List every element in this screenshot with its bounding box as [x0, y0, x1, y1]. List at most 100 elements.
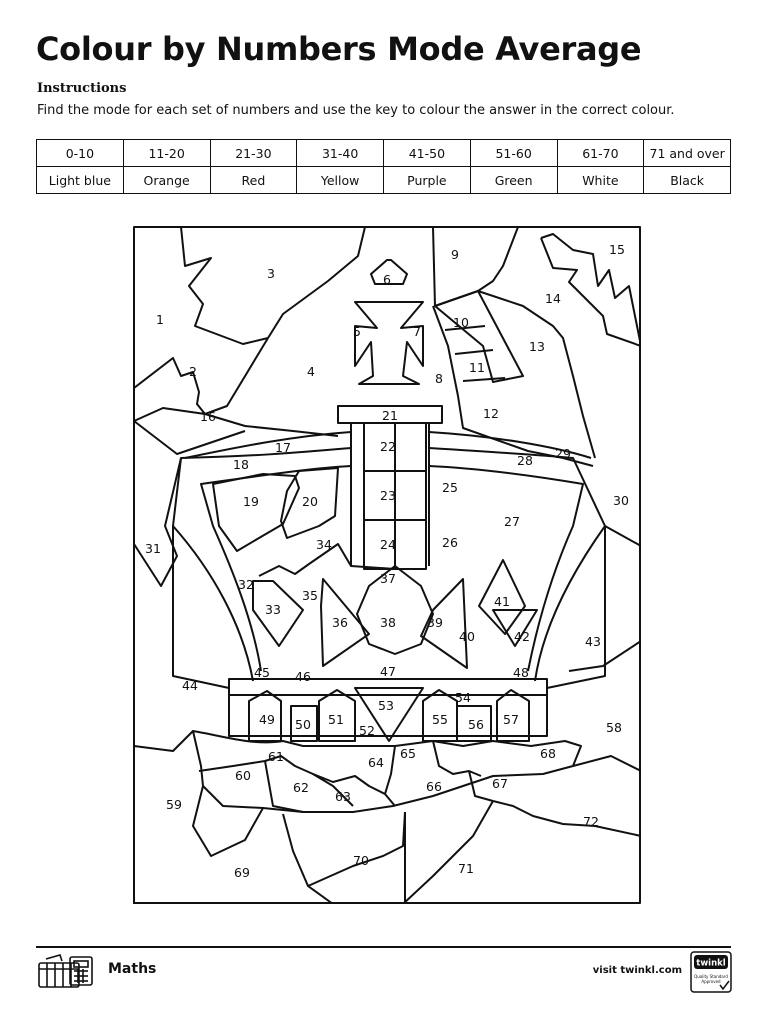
region-number-33[interactable]: 33: [265, 602, 281, 617]
region-number-25[interactable]: 25: [442, 480, 458, 495]
instructions-text: Find the mode for each set of numbers an…: [37, 103, 675, 118]
region-number-67[interactable]: 67: [492, 776, 508, 791]
region-number-19[interactable]: 19: [243, 494, 259, 509]
region-number-64[interactable]: 64: [368, 755, 384, 770]
svg-text:twinkl: twinkl: [696, 959, 726, 969]
region-number-28[interactable]: 28: [517, 453, 533, 468]
region-number-63[interactable]: 63: [335, 789, 351, 804]
key-colour-cell: Green: [469, 166, 558, 194]
region-number-31[interactable]: 31: [145, 541, 161, 556]
region-number-12[interactable]: 12: [483, 406, 499, 421]
region-number-42[interactable]: 42: [514, 629, 530, 644]
region-number-37[interactable]: 37: [380, 571, 396, 586]
key-range-cell: 31-40: [296, 139, 384, 167]
region-number-47[interactable]: 47: [380, 664, 396, 679]
region-number-26[interactable]: 26: [442, 535, 458, 550]
region-number-49[interactable]: 49: [259, 712, 275, 727]
region-number-69[interactable]: 69: [234, 865, 250, 880]
region-number-7[interactable]: 7: [413, 324, 421, 339]
key-colour-cell: Red: [209, 166, 298, 194]
key-colour-cell: Purple: [383, 166, 471, 194]
region-number-27[interactable]: 27: [504, 514, 520, 529]
region-number-11[interactable]: 11: [469, 360, 485, 375]
region-number-59[interactable]: 59: [166, 797, 182, 812]
region-number-22[interactable]: 22: [380, 439, 396, 454]
region-number-24[interactable]: 24: [380, 537, 396, 552]
key-range-cell: 71 and over: [643, 139, 731, 167]
region-number-70[interactable]: 70: [353, 853, 369, 868]
region-number-10[interactable]: 10: [453, 315, 469, 330]
instructions-heading: Instructions: [37, 81, 127, 96]
key-range-cell: 11-20: [122, 139, 211, 167]
region-number-9[interactable]: 9: [451, 247, 459, 262]
region-number-15[interactable]: 15: [609, 242, 625, 257]
region-number-44[interactable]: 44: [182, 678, 198, 693]
region-number-57[interactable]: 57: [503, 712, 519, 727]
region-number-2[interactable]: 2: [189, 364, 197, 379]
region-number-40[interactable]: 40: [459, 629, 475, 644]
region-number-65[interactable]: 65: [400, 746, 416, 761]
region-number-48[interactable]: 48: [513, 665, 529, 680]
region-number-54[interactable]: 54: [455, 690, 471, 705]
region-number-34[interactable]: 34: [316, 537, 332, 552]
region-number-38[interactable]: 38: [380, 615, 396, 630]
region-number-39[interactable]: 39: [427, 615, 443, 630]
region-number-35[interactable]: 35: [302, 588, 318, 603]
crown-picture-svg: 1234567891011121314151617181920212223242…: [133, 226, 641, 904]
region-number-45[interactable]: 45: [254, 665, 270, 680]
region-number-58[interactable]: 58: [606, 720, 622, 735]
region-number-62[interactable]: 62: [293, 780, 309, 795]
region-number-29[interactable]: 29: [555, 446, 571, 461]
region-number-50[interactable]: 50: [295, 717, 311, 732]
region-number-18[interactable]: 18: [233, 457, 249, 472]
key-range-cell: 61-70: [556, 139, 645, 167]
region-number-41[interactable]: 41: [494, 594, 510, 609]
picture-outlines: [133, 226, 641, 904]
region-number-30[interactable]: 30: [613, 493, 629, 508]
region-number-1[interactable]: 1: [156, 312, 164, 327]
region-number-61[interactable]: 61: [268, 749, 284, 764]
region-number-14[interactable]: 14: [545, 291, 561, 306]
region-number-46[interactable]: 46: [295, 669, 311, 684]
region-number-36[interactable]: 36: [332, 615, 348, 630]
region-number-3[interactable]: 3: [267, 266, 275, 281]
maths-tools-icon: [38, 954, 93, 988]
svg-text:Quality Standard: Quality Standard: [694, 974, 728, 979]
key-colours-row: Light blue Orange Red Yellow Purple Gree…: [36, 166, 731, 194]
region-number-56[interactable]: 56: [468, 717, 484, 732]
footer-divider: [36, 946, 731, 948]
region-number-51[interactable]: 51: [328, 712, 344, 727]
region-number-52[interactable]: 52: [359, 723, 375, 738]
region-number-21[interactable]: 21: [382, 408, 398, 423]
key-ranges-row: 0-10 11-20 21-30 31-40 41-50 51-60 61-70…: [36, 139, 731, 167]
key-range-cell: 0-10: [36, 139, 124, 167]
key-colour-cell: Light blue: [36, 166, 124, 194]
region-number-53[interactable]: 53: [378, 698, 394, 713]
key-range-cell: 51-60: [469, 139, 558, 167]
region-number-43[interactable]: 43: [585, 634, 601, 649]
region-number-55[interactable]: 55: [432, 712, 448, 727]
region-number-16[interactable]: 16: [200, 409, 216, 424]
region-number-13[interactable]: 13: [529, 339, 545, 354]
region-number-68[interactable]: 68: [540, 746, 556, 761]
region-number-8[interactable]: 8: [435, 371, 443, 386]
key-colour-cell: Yellow: [296, 166, 384, 194]
page-title: Colour by Numbers Mode Average: [36, 30, 642, 68]
key-range-cell: 41-50: [383, 139, 471, 167]
region-number-17[interactable]: 17: [275, 440, 291, 455]
footer-site-link[interactable]: visit twinkl.com: [592, 965, 682, 976]
region-number-72[interactable]: 72: [583, 814, 599, 829]
region-number-66[interactable]: 66: [426, 779, 442, 794]
region-number-32[interactable]: 32: [238, 577, 254, 592]
region-number-5[interactable]: 5: [353, 324, 361, 339]
region-number-4[interactable]: 4: [307, 364, 315, 379]
region-number-23[interactable]: 23: [380, 488, 396, 503]
region-number-71[interactable]: 71: [458, 861, 474, 876]
key-range-cell: 21-30: [209, 139, 298, 167]
region-number-20[interactable]: 20: [302, 494, 318, 509]
region-number-60[interactable]: 60: [235, 768, 251, 783]
key-colour-cell: Black: [643, 166, 731, 194]
region-number-6[interactable]: 6: [383, 272, 391, 287]
